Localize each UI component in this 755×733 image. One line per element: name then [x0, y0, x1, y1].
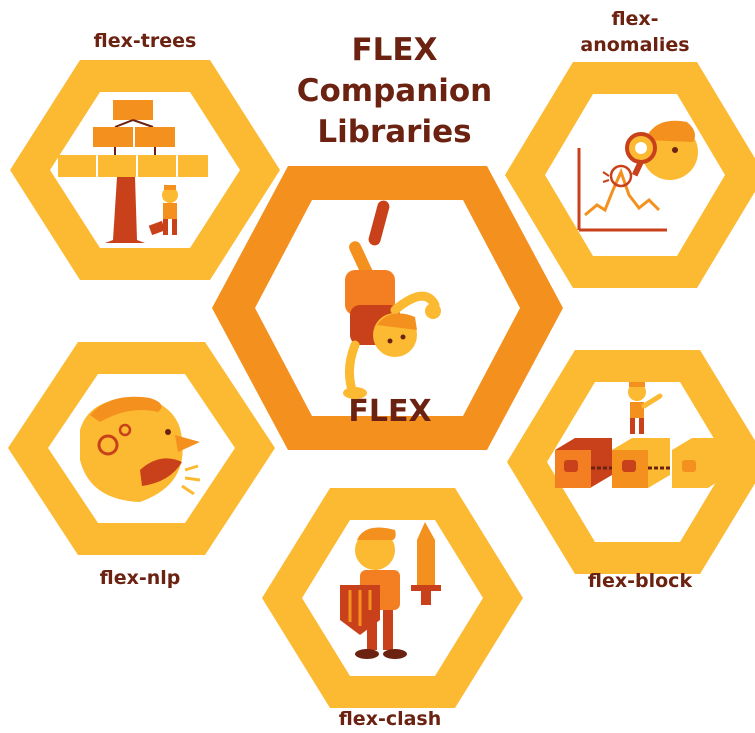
label-flex-nlp: flex-nlp [99, 567, 181, 589]
label-flex-clash: flex-clash [338, 708, 442, 730]
hexagon-flex-clash [262, 488, 523, 708]
chained-blocks-icon [555, 382, 728, 488]
magnifier-chart-icon [577, 120, 698, 232]
sword-shield-icon [340, 522, 441, 659]
label-flex-anomalies: flex- anomalies [560, 6, 710, 58]
title-line-2: Companion [296, 73, 493, 109]
acrobat-icon [343, 200, 441, 399]
hexagon-flex-block [507, 350, 755, 574]
tree-icon [58, 100, 208, 243]
label-flex-block: flex-block [587, 570, 693, 592]
label-flex-anomalies-line-2: anomalies [580, 34, 690, 56]
page-title: FLEX Companion Libraries [282, 30, 507, 153]
speaking-head-icon [80, 396, 201, 502]
label-flex-center: FLEX [348, 394, 432, 429]
title-line-1: FLEX [351, 32, 438, 68]
hexagon-flex-anomalies [505, 62, 755, 288]
label-flex-anomalies-line-1: flex- [611, 8, 659, 30]
hexagon-flex-trees [10, 60, 280, 280]
label-flex-trees: flex-trees [93, 30, 197, 52]
title-line-3: Libraries [317, 114, 472, 150]
hexagon-flex-nlp [8, 342, 275, 555]
